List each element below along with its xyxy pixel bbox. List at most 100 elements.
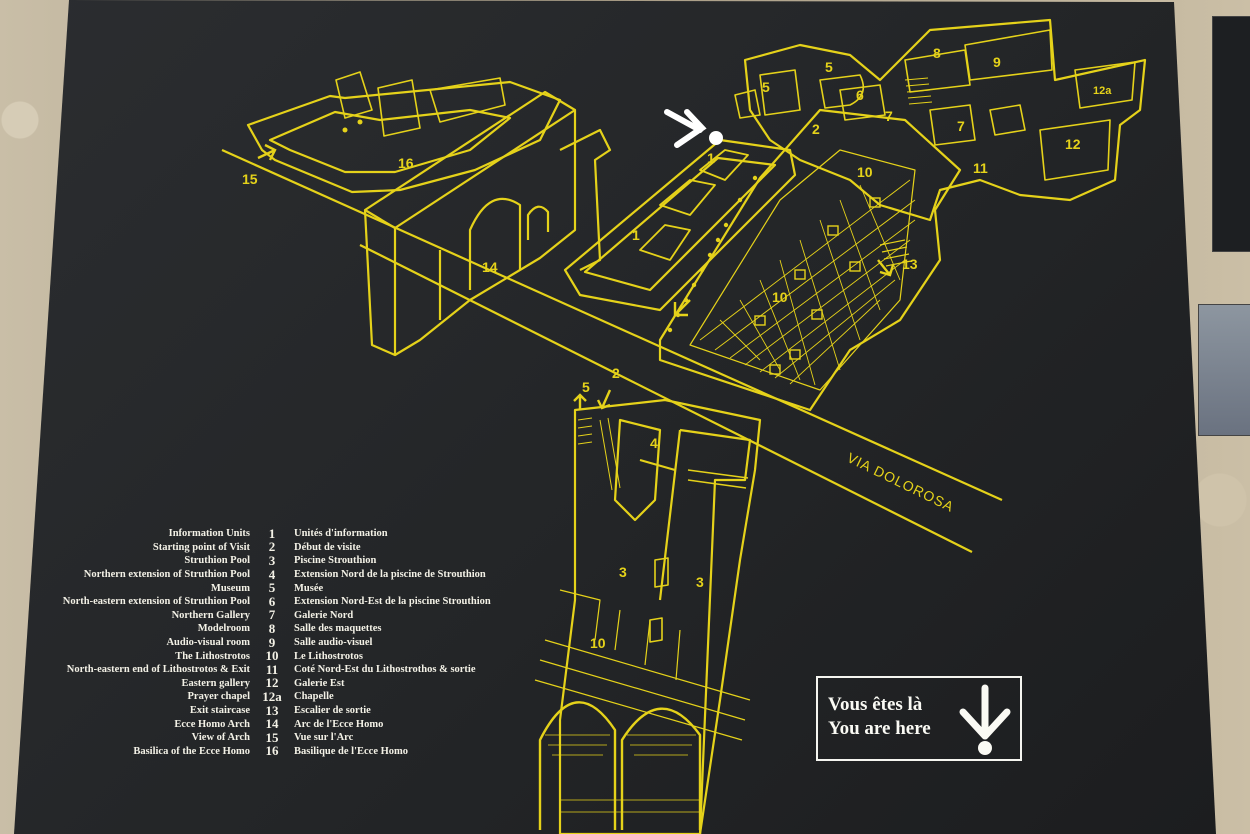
pool-paving: [534, 589, 751, 741]
legend-num: 15: [265, 729, 279, 745]
lithostrotos-outline: [658, 108, 962, 412]
map-number: 13: [902, 256, 918, 272]
legend-fr: Début de visite: [294, 541, 361, 553]
map-board: [14, 0, 1216, 834]
legend-en: Northern Gallery: [171, 609, 250, 621]
legend-num: 8: [268, 620, 276, 636]
pool-inner-wall: [658, 428, 752, 834]
map-number: 12: [1065, 136, 1081, 152]
pool-vaults: [538, 701, 702, 830]
legend-fr: Salle des maquettes: [294, 623, 382, 635]
pavement-tile: [849, 261, 861, 272]
legend-en: View of Arch: [191, 732, 250, 744]
legend-row: North-eastern extension of Struthion Poo…: [30, 593, 530, 609]
legend-en: Audio-visual room: [166, 637, 250, 649]
legend-fr: Galerie Nord: [294, 609, 354, 621]
legend-fr: Escalier de sortie: [294, 705, 371, 717]
legend-en: Prayer chapel: [187, 691, 251, 703]
legend-num: 2: [268, 539, 276, 555]
you-are-here-box: Vous êtes là You are here: [816, 676, 1022, 761]
legend-fr: Extension Nord de la piscine de Strouthi…: [294, 569, 486, 581]
pavement-tile: [789, 349, 801, 360]
basilica-outline: [246, 80, 562, 194]
info-units: [639, 149, 749, 261]
map-number: 5: [825, 59, 833, 75]
legend-row: Information Units 1 Unités d'information: [30, 525, 530, 541]
map-number: 10: [772, 289, 788, 305]
legend-en: Museum: [210, 582, 250, 594]
map-number: 10: [590, 635, 606, 651]
legend-num: 1: [268, 525, 276, 541]
path-dot: [715, 237, 721, 243]
pavement-tile: [754, 315, 766, 326]
map-number: 2: [612, 365, 620, 381]
lithostrotos-grid: [699, 179, 916, 386]
basilica-inner: [268, 108, 512, 174]
legend-en: Modelroom: [197, 623, 250, 635]
arch-pier: [393, 228, 442, 355]
legend-num: 16: [265, 743, 279, 759]
map-number: 15: [242, 171, 258, 187]
stairs-north: [904, 77, 933, 105]
legend-en: Northern extension of Struthion Pool: [83, 569, 250, 581]
legend-fr: Unités d'information: [294, 528, 388, 540]
map-number: 11: [973, 160, 988, 176]
wall-plate-top: [1212, 16, 1250, 252]
pool-outline: [558, 398, 762, 834]
map-number: 12a: [1093, 85, 1112, 97]
legend-fr: Chapelle: [294, 691, 334, 703]
arch-opening: [468, 197, 522, 290]
legend-fr: Piscine Strouthion: [294, 555, 377, 567]
stairs-pool: [577, 417, 621, 491]
legend-en: Information Units: [168, 528, 250, 540]
legend-num: 6: [268, 593, 276, 609]
legend-num: 11: [265, 661, 279, 677]
wall-plate-right: [1198, 304, 1250, 436]
legend-fr: Extension Nord-Est de la piscine Strouth…: [294, 596, 491, 608]
path-dot: [342, 127, 348, 133]
basilica-ruins: [335, 71, 506, 137]
info-hall-outline: [563, 138, 797, 312]
path-dot: [691, 282, 697, 288]
legend-num: 3: [268, 552, 276, 568]
pavement-tile: [811, 309, 823, 320]
pool-vault-hatch: [545, 734, 700, 813]
pavement-tile: [794, 269, 806, 280]
path-dot: [683, 297, 689, 303]
street-label: VIA DOLOROSA: [845, 449, 957, 515]
map-number: 4: [650, 435, 658, 451]
info-hall-inner: [583, 156, 777, 292]
pavement-tile: [827, 225, 839, 236]
legend-en: Basilica of the Ecce Homo: [133, 745, 250, 757]
map-number: 5: [762, 79, 770, 95]
map-number: 1: [707, 150, 715, 166]
path-dot: [667, 327, 673, 333]
legend-en: Eastern gallery: [181, 677, 250, 689]
legend-fr: Musée: [294, 582, 324, 594]
legend-num: 4: [268, 566, 276, 582]
map-number: 3: [619, 564, 627, 580]
path-dot: [357, 119, 363, 125]
legend-row: North-eastern end of Lithostrotos & Exit…: [30, 661, 530, 677]
legend-num: 13: [265, 702, 279, 718]
map-number: 7: [957, 118, 965, 134]
pool-upper-structure: [613, 418, 676, 522]
arch-top: [364, 109, 576, 230]
arch-small-opening: [526, 205, 550, 240]
you-are-here-arrow-icon: [959, 684, 1011, 755]
legend-num: 9: [268, 634, 276, 650]
legend-num: 12: [265, 675, 279, 691]
path-dot: [707, 252, 713, 258]
map-number: 10: [857, 164, 873, 180]
map-number: 1: [632, 227, 640, 243]
arrow-5-museum: [573, 393, 587, 410]
path-dot: [699, 267, 705, 273]
map-number: 16: [398, 155, 414, 171]
you-are-here-fr: Vous êtes là: [828, 694, 923, 715]
